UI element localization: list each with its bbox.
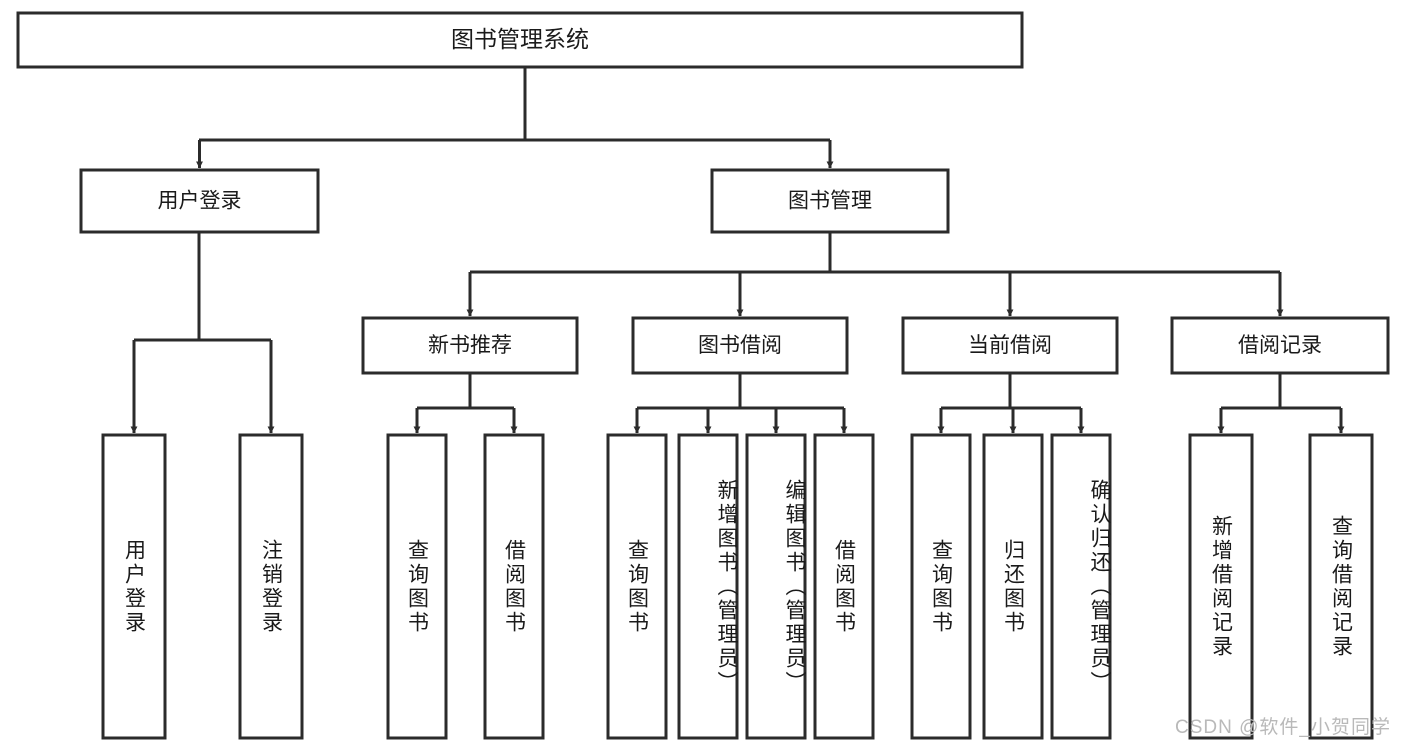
node-leaf-leaf-cur-return[interactable] <box>982 433 1044 740</box>
node-leaf-leaf-borrow-do[interactable] <box>813 433 875 740</box>
watermark: CSDN @软件_小贺同学 <box>1175 717 1391 738</box>
arrows-bus-current <box>937 408 1085 434</box>
node-leaf-leaf-cur-query[interactable] <box>910 433 972 740</box>
node-label: 图书借阅 <box>698 334 782 357</box>
node-label: 用户登录 <box>158 190 242 213</box>
arrows-bus-login <box>130 340 275 434</box>
connector-layer <box>130 67 1345 434</box>
node-label: 图书管理 <box>788 190 872 213</box>
node-label: 图书管理系统 <box>451 26 589 52</box>
node-leaf-leaf-rec-query2[interactable] <box>1308 433 1374 740</box>
node-user-login[interactable]: 用户登录 <box>79 168 320 234</box>
node-label: 当前借阅 <box>968 334 1052 357</box>
node-book-manage[interactable]: 图书管理 <box>710 168 950 234</box>
connector-bus-login <box>134 232 271 342</box>
node-leaf-leaf-rec-query[interactable] <box>386 433 448 740</box>
node-label: 借阅记录 <box>1238 334 1322 357</box>
arrows-bus-borrow <box>633 408 848 434</box>
arrows-bus-root <box>196 140 834 169</box>
connector-bus-record <box>1221 373 1341 410</box>
node-book-borrow[interactable]: 图书借阅 <box>631 316 849 375</box>
connector-bus-current <box>941 373 1081 410</box>
node-leaf-leaf-rec-add[interactable] <box>1188 433 1254 740</box>
node-leaf-leaf-rec-borrow[interactable] <box>483 433 545 740</box>
node-leaf-leaf-user-logout[interactable] <box>238 433 304 740</box>
node-label: 新书推荐 <box>428 334 512 357</box>
node-leaf-leaf-borrow-query[interactable] <box>606 433 668 740</box>
arrows-bus-record <box>1217 408 1345 434</box>
arrows-bus-rec <box>413 408 518 434</box>
node-borrow-record[interactable]: 借阅记录 <box>1170 316 1390 375</box>
node-current-borrow[interactable]: 当前借阅 <box>901 316 1119 375</box>
node-leaf-leaf-user-login[interactable] <box>101 433 167 740</box>
node-leaf-leaf-borrow-edit[interactable] <box>745 433 807 740</box>
node-new-book-rec[interactable]: 新书推荐 <box>361 316 579 375</box>
node-leaf-leaf-borrow-add[interactable] <box>677 433 739 740</box>
connector-bus-root <box>199 67 830 142</box>
connector-bus-borrow <box>637 373 844 410</box>
arrows-bus-l2 <box>466 272 1284 317</box>
connector-bus-l2 <box>470 232 1280 274</box>
connector-bus-rec <box>417 373 514 410</box>
node-leaf-leaf-cur-confirm[interactable] <box>1050 433 1112 740</box>
node-root-root[interactable]: 图书管理系统 <box>16 11 1024 69</box>
